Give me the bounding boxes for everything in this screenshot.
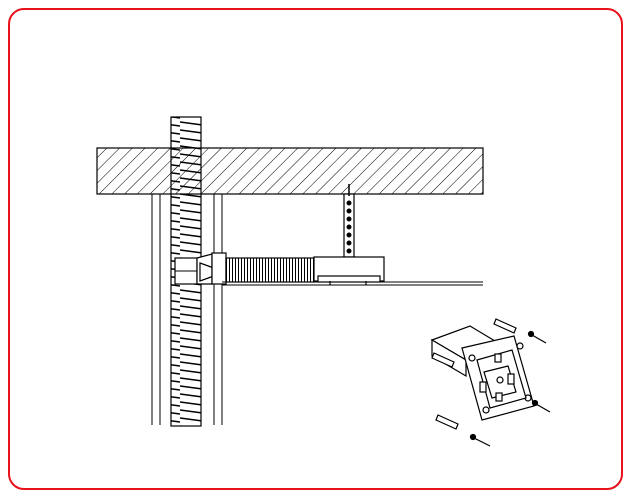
wall-plugs <box>431 318 517 430</box>
ceiling-slab <box>96 147 484 195</box>
flexible-duct <box>225 257 315 283</box>
screws <box>469 330 551 447</box>
duct-connector <box>196 252 227 285</box>
mounting-bracket-detail <box>430 325 535 421</box>
fan-unit <box>313 256 385 285</box>
shaft-walls <box>151 194 223 425</box>
